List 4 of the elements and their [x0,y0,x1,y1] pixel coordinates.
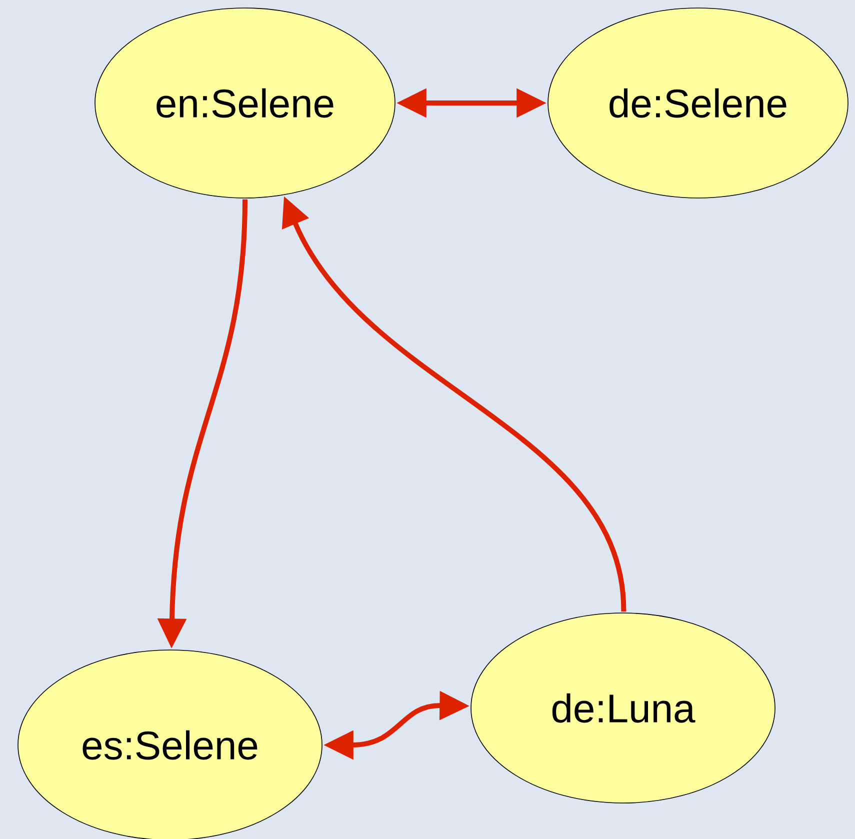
ellipse-node: es:Selene [18,650,322,839]
ellipse-node: en:Selene [94,8,396,198]
ellipse-node: de:Luna [470,612,776,804]
ellipse-node: de:Selene [548,8,848,198]
